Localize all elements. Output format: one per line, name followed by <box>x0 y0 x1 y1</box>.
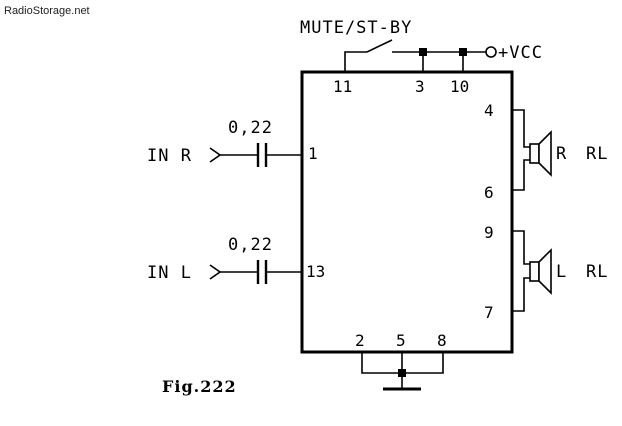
pin-3-label: 3 <box>415 77 425 96</box>
spk-l-wire-top <box>512 230 530 265</box>
speaker-r-load-label: RL <box>586 144 608 164</box>
junction-pin-3 <box>419 48 427 56</box>
pin-11-label: 11 <box>333 77 352 96</box>
input-l-label: IN L <box>147 263 192 283</box>
input-l-arrow <box>209 264 222 280</box>
speaker-r-magnet <box>529 143 540 164</box>
vcc-terminal <box>485 46 497 58</box>
pin-7-label: 7 <box>484 303 494 322</box>
spk-r-wire-top <box>512 109 530 148</box>
speaker-r-icon <box>538 130 552 177</box>
pin-2-label: 2 <box>355 331 365 350</box>
ground-junction <box>398 369 406 377</box>
vcc-label: +VCC <box>498 43 543 63</box>
pin-9-label: 9 <box>484 223 494 242</box>
pin-6-label: 6 <box>484 183 494 202</box>
mute-standby-label: MUTE/ST-BY <box>300 18 412 38</box>
speaker-l-load-label: RL <box>586 262 608 282</box>
pin-8-label: 8 <box>437 331 447 350</box>
speaker-r-letter: R <box>556 144 567 164</box>
ic-body <box>300 70 514 354</box>
pin-5-label: 5 <box>396 331 406 350</box>
junction-pin-10 <box>459 48 467 56</box>
mute-wire <box>344 51 367 72</box>
input-r-label: IN R <box>147 146 192 166</box>
pin-13-label: 13 <box>306 262 325 281</box>
spk-r-wire-bottom <box>512 159 530 191</box>
spk-l-wire-bottom <box>512 277 530 312</box>
figure-caption: Fig.222 <box>162 377 237 396</box>
cap-r-value: 0,22 <box>228 118 273 138</box>
pin-1-label: 1 <box>308 144 318 163</box>
pin-10-label: 10 <box>450 77 469 96</box>
mute-switch <box>366 39 393 53</box>
speaker-l-icon <box>538 248 552 295</box>
speaker-l-magnet <box>529 261 540 282</box>
watermark-text: RadioStorage.net <box>4 5 90 17</box>
cap-l-value: 0,22 <box>228 235 273 255</box>
speaker-l-letter: L <box>556 262 567 282</box>
pin-4-label: 4 <box>484 101 494 120</box>
input-r-arrow <box>209 147 222 163</box>
